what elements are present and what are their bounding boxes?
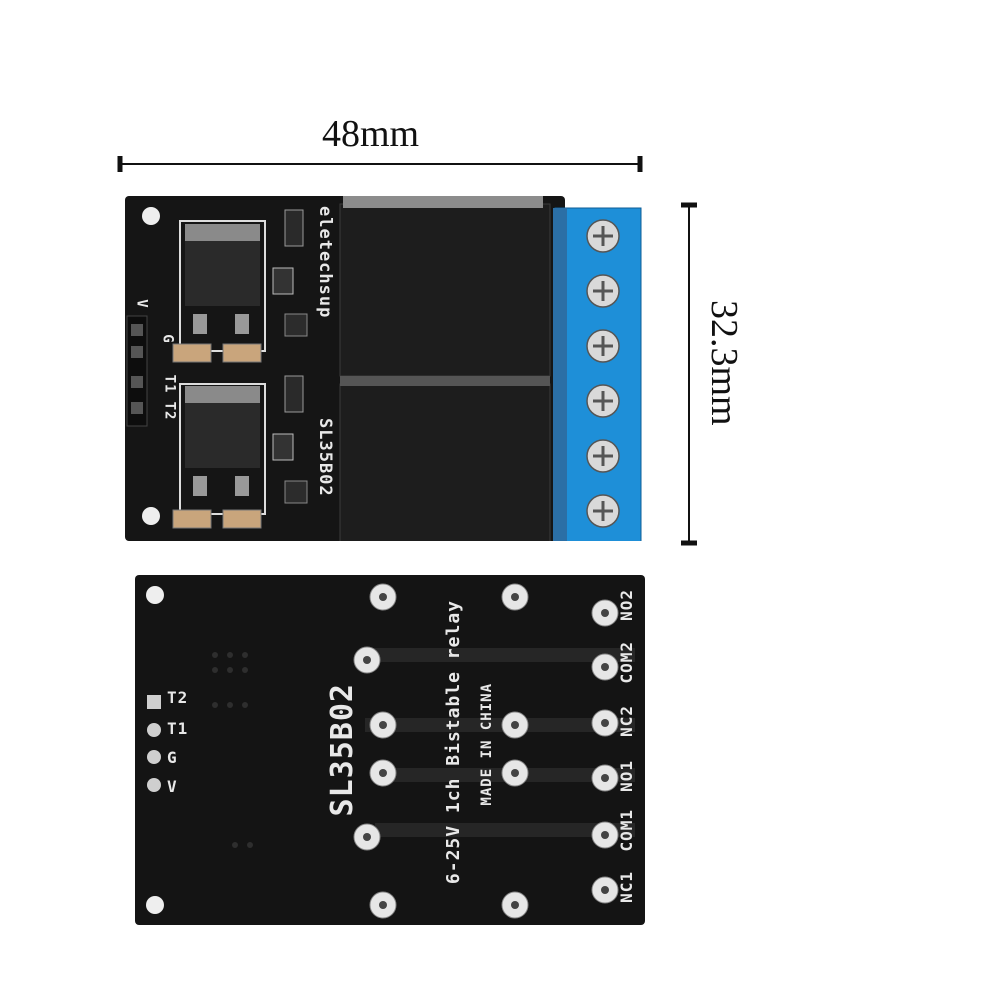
bottom-pin-t2-label: T2 [167,688,189,707]
bottom-model-label: SL35B02 [325,683,360,817]
bottom-pin-t1-label: T1 [167,719,189,738]
top-brand-label: eletechsup [315,206,335,319]
height-dimension-label: 32.3mm [703,300,745,426]
bottom-desc-line1: 6-25V 1ch Bistable relay [443,600,464,885]
bottom-pin-g-label: G [167,748,178,767]
height-dimension-line [681,202,697,546]
top-model-label: SL35B02 [315,418,335,497]
terminal-label-nc1: NC1 [617,871,636,903]
terminal-label-no2: NO2 [617,589,636,621]
top-pin-t1-label: T1 [161,374,178,394]
top-pin-t2-label: T2 [161,401,178,421]
terminal-label-nc2: NC2 [617,705,636,737]
top-pin-v-label: V [133,299,150,309]
terminal-label-com1: COM1 [617,809,636,852]
width-dimension-line [117,156,643,172]
bottom-pin-v-label: V [167,777,178,796]
terminal-label-com2: COM2 [617,641,636,684]
bottom-pcb-graphic [135,575,645,925]
bottom-pcb-board: T2 T1 G V SL35B02 6-25V 1ch Bistable rel… [135,575,645,925]
bottom-desc-line2: MADE IN CHINA [479,683,495,806]
width-dimension-label: 48mm [322,113,420,155]
terminal-label-no1: NO1 [617,760,636,792]
top-pcb-board: eletechsup SL35B02 V G T1 T2 [125,196,645,560]
top-pin-g-label: G [159,334,176,344]
top-pcb-graphic [125,196,642,560]
